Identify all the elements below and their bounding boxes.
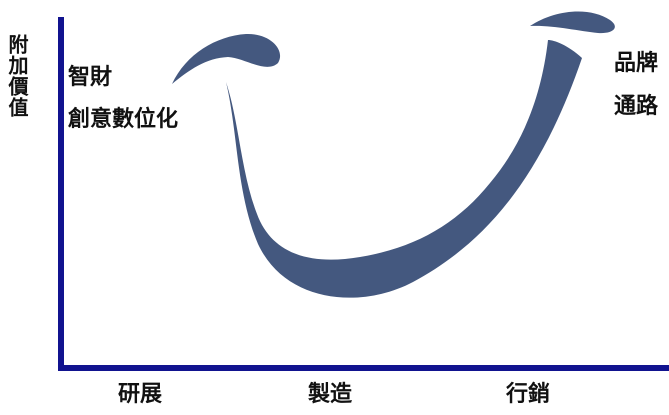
right-note-brand: 品牌 (614, 50, 659, 76)
right-note-channel: 通路 (614, 93, 659, 119)
smile-curve (226, 40, 582, 298)
y-axis-label: 附加價值 (5, 34, 29, 118)
x-axis-label-rnd: 研展 (118, 381, 163, 407)
x-axis-label-marketing: 行銷 (506, 381, 551, 407)
x-axis-label-manufacturing: 製造 (308, 381, 353, 407)
left-note-ip: 智財 (68, 64, 113, 90)
left-note-digital-creative: 創意數位化 (68, 106, 179, 132)
left-curve-tip (172, 33, 281, 84)
right-curve-tip (530, 11, 615, 34)
